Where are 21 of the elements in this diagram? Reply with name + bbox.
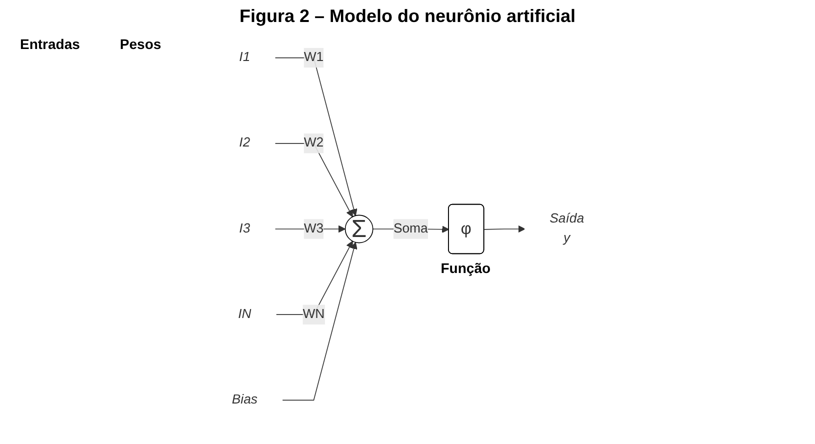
node-caption: Função bbox=[440, 260, 491, 276]
column-heading: Pesos bbox=[120, 36, 162, 52]
node-text: I3 bbox=[238, 222, 250, 236]
node-text: I1 bbox=[238, 50, 250, 64]
arrow bbox=[483, 225, 525, 233]
diagram-title: Figura 2 – Modelo do neurônio artificial bbox=[238, 6, 577, 27]
edge-label: W2 bbox=[303, 136, 324, 150]
edge-label: Soma bbox=[392, 222, 428, 236]
edge-label: W3 bbox=[303, 222, 324, 236]
node-text: Saída y bbox=[549, 212, 584, 246]
arrow bbox=[281, 242, 357, 401]
column-heading: Entradas bbox=[20, 36, 80, 52]
edge-label: W1 bbox=[303, 50, 324, 64]
node-text: I2 bbox=[238, 136, 250, 150]
node-circle: Σ bbox=[344, 214, 373, 244]
arrow bbox=[275, 240, 352, 315]
arrow bbox=[274, 143, 352, 218]
node-text: IN bbox=[238, 307, 251, 322]
arrow bbox=[274, 57, 357, 216]
node-text: Bias bbox=[231, 392, 258, 407]
edge-label: WN bbox=[302, 307, 324, 322]
